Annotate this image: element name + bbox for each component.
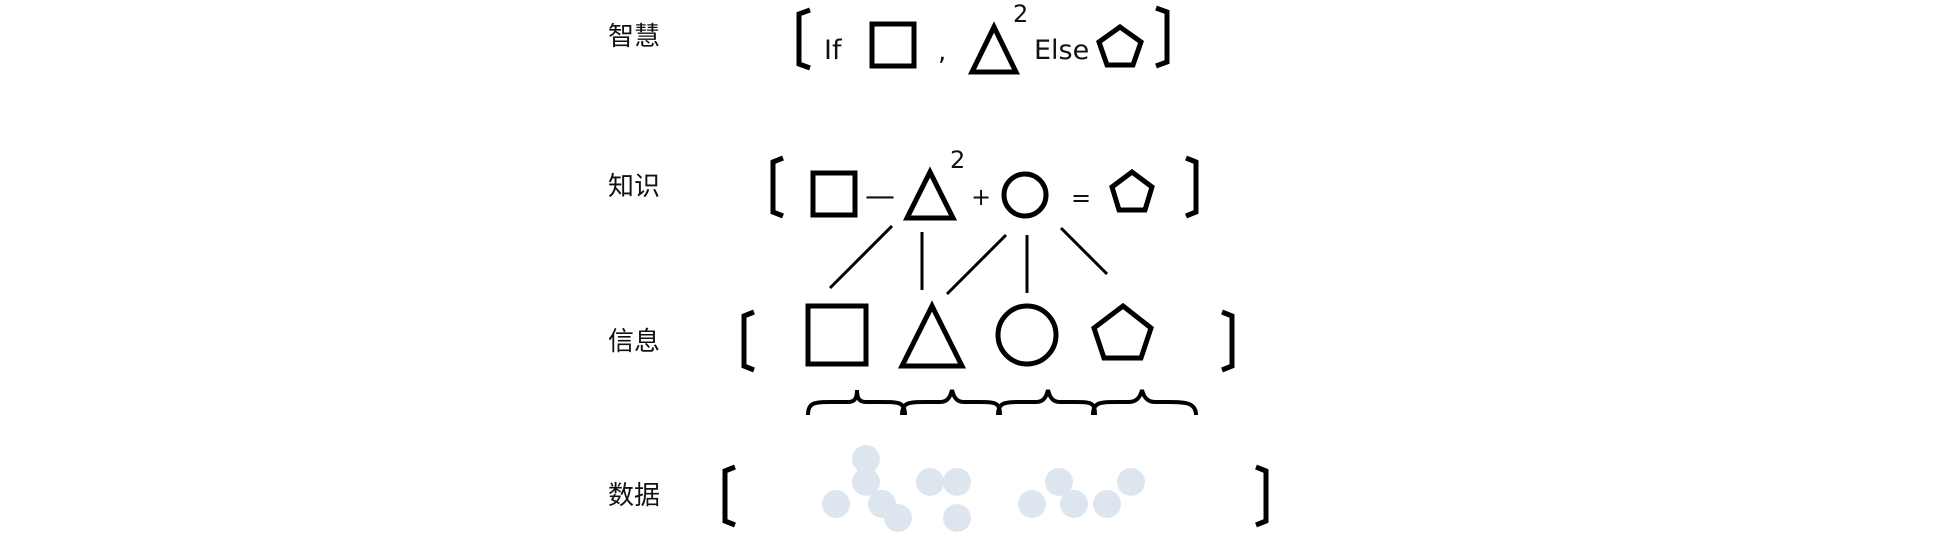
wisdom-comma: , [938, 37, 946, 67]
information-pentagon-icon [1091, 302, 1154, 361]
knowledge-circle-icon [1001, 171, 1049, 219]
information-right-bracket [1221, 309, 1235, 373]
data-left-bracket [722, 464, 736, 528]
data-right-bracket [1255, 464, 1269, 528]
knowledge-triangle-icon [902, 166, 958, 221]
data-dot [1060, 490, 1088, 518]
level-label-wisdom: 智慧 [608, 22, 660, 52]
data-dot [1117, 468, 1145, 496]
data-row [722, 445, 1269, 532]
data-dot [943, 504, 971, 532]
data-dot [822, 490, 850, 518]
data-dot [1093, 490, 1121, 518]
wisdom-row: If , 2 Else [796, 0, 1170, 75]
knowledge-plus: + [971, 183, 991, 211]
knowledge-left-bracket [770, 155, 784, 219]
data-dot [943, 468, 971, 496]
wisdom-if-label: If [824, 35, 843, 66]
wisdom-left-bracket [796, 7, 811, 71]
data-dot [852, 445, 880, 473]
data-points [822, 445, 1145, 532]
knowledge-right-bracket [1185, 155, 1199, 219]
knowledge-exponent: 2 [950, 146, 965, 174]
information-left-bracket [741, 309, 755, 373]
knowledge-information-connectors [828, 224, 1109, 296]
wisdom-square-icon [869, 21, 917, 69]
brace-pentagon-group [1091, 389, 1198, 416]
level-label-data: 数据 [608, 481, 660, 511]
wisdom-right-bracket [1155, 5, 1170, 69]
knowledge-square-icon [810, 170, 858, 218]
knowledge-row: — 2 + = [770, 146, 1199, 221]
connector-line [828, 224, 894, 290]
brace-triangle-group [900, 389, 1002, 416]
brace-circle-group [996, 389, 1097, 416]
knowledge-equals: = [1071, 184, 1091, 212]
information-row [741, 300, 1235, 373]
wisdom-pentagon-icon [1096, 23, 1144, 68]
knowledge-minus: — [865, 179, 895, 214]
connector-line [1059, 226, 1109, 276]
data-dot [852, 468, 880, 496]
level-label-information: 信息 [608, 327, 660, 357]
data-dot [916, 468, 944, 496]
level-label-knowledge: 知识 [608, 172, 660, 202]
data-dot [884, 504, 912, 532]
brace-square-group [806, 389, 907, 416]
wisdom-triangle-icon [967, 21, 1021, 75]
information-square-icon [805, 303, 869, 367]
information-triangle-icon [897, 300, 967, 369]
wisdom-else-label: Else [1034, 35, 1089, 66]
grouping-braces [806, 389, 1198, 416]
information-circle-icon [995, 303, 1059, 367]
data-dot [1045, 468, 1073, 496]
knowledge-pentagon-icon [1109, 168, 1155, 213]
connector-line [945, 233, 1008, 296]
wisdom-exponent: 2 [1013, 0, 1028, 28]
data-dot [1018, 490, 1046, 518]
